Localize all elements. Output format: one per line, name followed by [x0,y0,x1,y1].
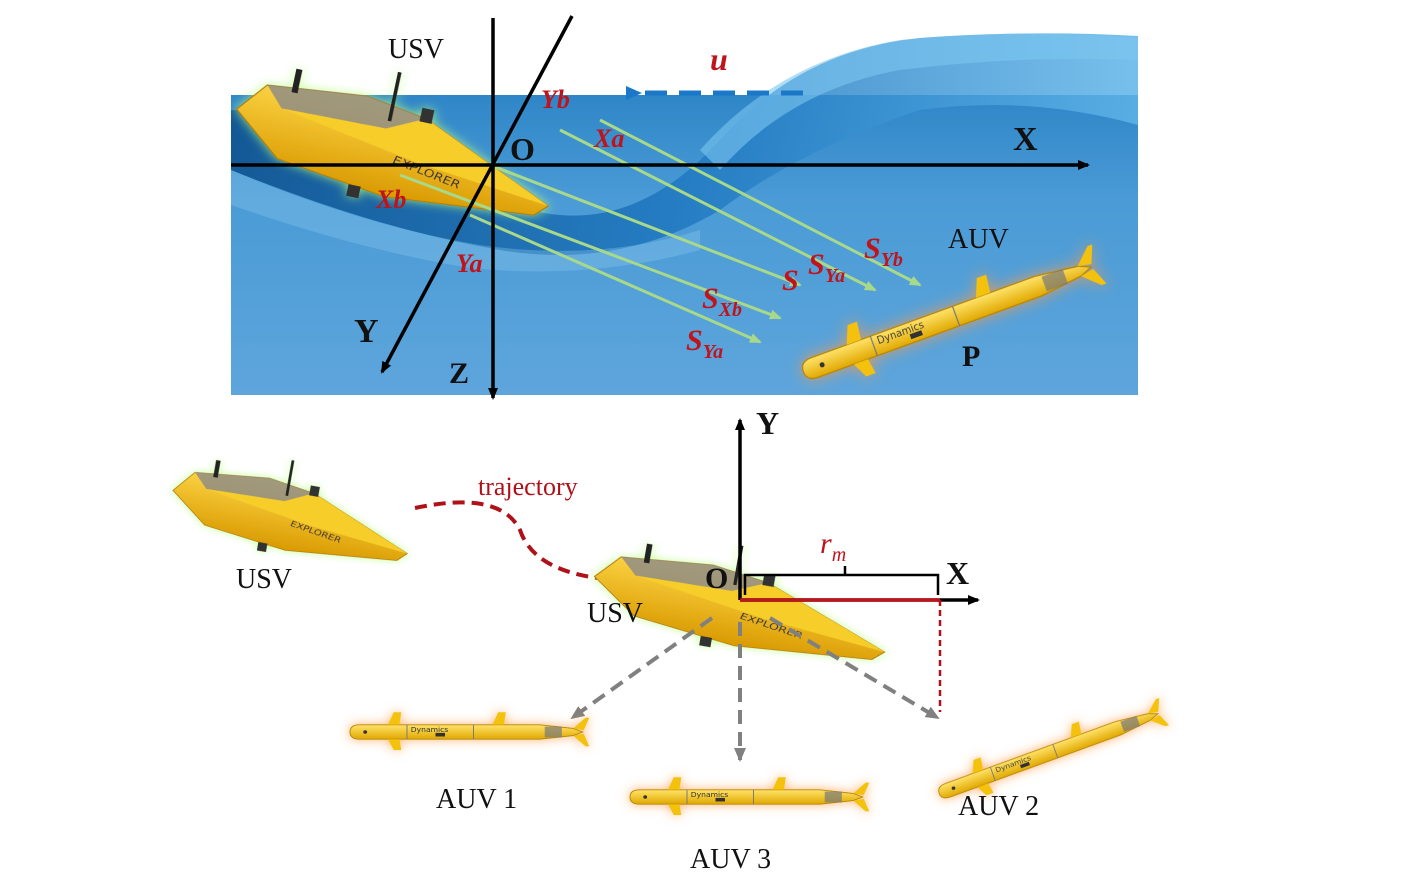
frame-xa-label: Xa [593,124,624,153]
auv-3-label: AUV 3 [690,844,771,875]
vector-s-xb [399,173,782,320]
vector-s-ya-bottom-sub: Ya [703,341,723,363]
inertial-axes [231,15,1090,400]
vector-s-label: S [782,264,799,297]
radius-brace [743,566,940,595]
vector-s-ya-bottom [469,213,762,344]
arrow-to-auv1 [570,616,714,720]
vector-s-yb-sub: Yb [881,249,903,271]
current-label: u [710,41,728,77]
origin-top-label: O [510,131,535,167]
bottom-panel: USV trajectory USV Y X O rm [164,405,1171,875]
vector-s-xb-sub: Xb [718,299,742,321]
auv-1 [349,711,590,751]
usv-top-label: USV [388,34,444,65]
auv-3 [629,776,870,816]
axis-x-top-label: X [1013,121,1038,158]
frame-ya-label: Ya [456,249,483,278]
radius-label: rm [820,527,846,566]
usv-left-label: USV [236,564,292,595]
usv-center-label: USV [587,598,643,629]
arrow-to-auv2 [768,616,940,720]
vector-s-xb-base: S [702,282,719,315]
axis-x-bottom-label: X [946,555,969,591]
auv-1-label: AUV 1 [436,784,517,815]
auv-top-label: AUV [948,224,1009,255]
radius-sub: m [832,544,846,566]
radius-base: r [820,527,832,560]
vector-s [489,163,802,287]
trajectory-path [414,500,620,585]
trajectory-label: trajectory [478,472,578,501]
usv-left [164,440,421,577]
wave-light [231,170,700,272]
vector-s-xb-label: SXb [702,282,742,321]
vector-s-ya-bottom-label: SYa [686,324,723,363]
vector-s-yb-label: SYb [864,232,903,271]
axis-y-bottom-label: Y [756,405,779,441]
vector-s-yb [599,118,922,287]
y-axis [380,15,574,374]
axis-z-label: Z [449,357,469,390]
vector-s-ya-top [559,128,877,292]
vector-s-ya-top-base: S [808,248,825,281]
vector-s-yb-base: S [864,232,881,265]
frame-xb-label: Xb [375,185,406,214]
auv-2-label: AUV 2 [958,791,1039,822]
vector-s-ya-top-sub: Ya [825,265,845,287]
axis-y-top-label: Y [354,313,379,350]
vector-s-ya-top-label: SYa [808,248,845,287]
dispatch-arrows [570,616,940,762]
vector-s-ya-bottom-base: S [686,324,703,357]
origin-bottom-label: O [705,562,728,595]
top-panel: USV AUV u O P X Y Z Xa Yb Xb Ya S SXb SY… [223,15,1138,400]
position-vectors [399,118,922,344]
point-p-label: P [962,340,980,373]
frame-yb-label: Yb [541,85,570,114]
wave-crest [700,33,1138,170]
